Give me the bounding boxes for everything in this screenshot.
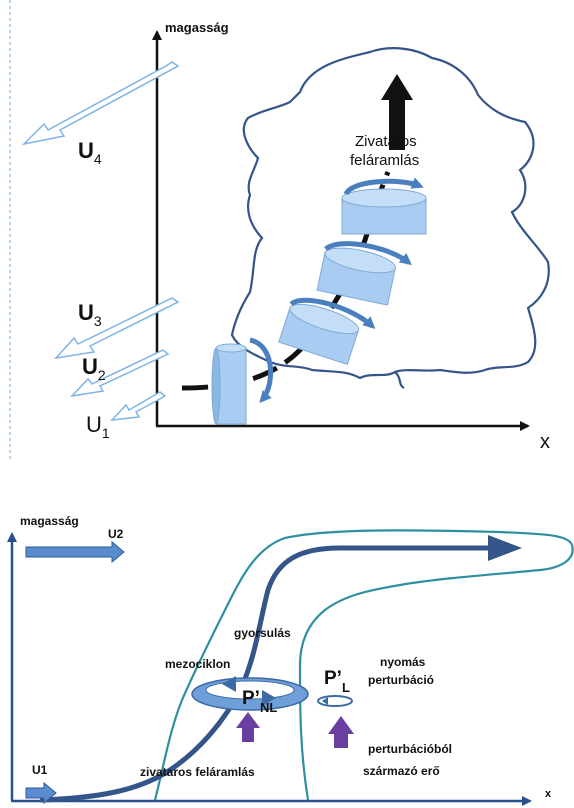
nyomas-label-2: perturbáció <box>368 673 434 687</box>
u2-arrow <box>25 540 125 564</box>
force-arrow-nl <box>236 712 260 742</box>
u2-label: U2 <box>108 527 124 541</box>
top-x-axis-label: x <box>540 431 550 453</box>
wind-arrow-u1 <box>110 391 167 421</box>
updraft-arrow <box>381 74 413 150</box>
u4-label: U4 <box>78 138 102 167</box>
top-y-axis-label: magasság <box>165 20 229 35</box>
force-label-2: származó erő <box>363 764 440 778</box>
force-arrow-l <box>328 716 354 748</box>
mesocyclone-ring <box>191 676 309 711</box>
p-nl-label: P’NL <box>242 688 277 715</box>
wind-arrow-u4 <box>21 61 180 146</box>
top-panel: magasság x U4 U3 U2 U1 Zivataros feláram… <box>9 0 550 462</box>
u3-label: U3 <box>78 300 102 329</box>
p-l-label: P’L <box>324 668 350 695</box>
wind-arrow-u2 <box>69 349 170 398</box>
u1-arrow <box>25 781 57 805</box>
bottom-updraft-arrowhead <box>488 535 522 561</box>
cloud-tail <box>394 371 405 389</box>
vortex-tube-1 <box>211 337 274 425</box>
bottom-cloud-outline <box>153 529 574 801</box>
pressure-ring-l <box>317 695 353 707</box>
updraft-label-line2: feláramlás <box>350 152 419 169</box>
force-label-1: perturbációból <box>368 742 452 756</box>
bottom-x-axis-label: x <box>545 788 552 800</box>
storm-cloud-outline <box>230 47 550 380</box>
u1-label: U1 <box>86 412 110 441</box>
u2-label: U2 <box>82 354 106 383</box>
updraft-label-line1: Zivataros <box>355 133 417 150</box>
updraft-bottom-label: zivataros feláramlás <box>140 765 255 779</box>
vortex-tube-2 <box>278 297 376 365</box>
gyorsulas-label: gyorsulás <box>234 626 291 640</box>
vortex-tube-4 <box>341 177 427 235</box>
bottom-y-axis-label: magasság <box>20 514 79 528</box>
wind-arrow-u3 <box>54 297 180 360</box>
nyomas-label-1: nyomás <box>380 655 426 669</box>
bottom-panel: magasság x U2 U1 gyorsulás mezociklo <box>6 514 574 806</box>
mezociklon-label: mezociklon <box>165 657 230 671</box>
u1-label: U1 <box>32 763 48 777</box>
vortex-tube-3 <box>316 241 412 306</box>
